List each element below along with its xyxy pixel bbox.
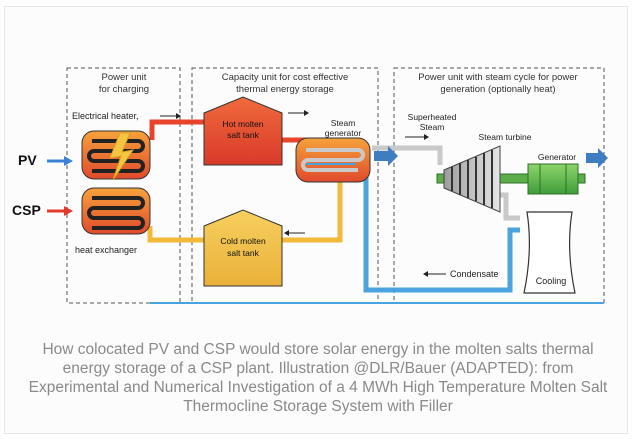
electrical-heater-label: Electrical heater, [72,111,139,121]
steam-generator-label-2: generator [325,128,362,138]
csp-arrow-head [64,206,73,216]
turbine-shaft [436,173,586,184]
figure-caption: How colocated PV and CSP would store sol… [28,341,608,415]
steam-pipe [372,145,443,165]
heat-transfer-arrow [374,146,398,166]
heater-arrow-head [176,113,181,119]
condensate-label: Condensate [450,269,499,279]
solar-storage-diagram: Power unit for charging Capacity unit fo… [12,67,608,304]
steam-turbine-label: Steam turbine [479,132,532,142]
cooling-tower [523,211,576,294]
hot-salt-pipe [149,119,205,140]
power-unit-title-1: Power unit [102,72,147,83]
cold-tank-label-2: salt tank [227,248,259,258]
hot-tank-label-2: salt tank [227,130,259,140]
exhaust-pipe [500,192,520,221]
heat-exchanger-label: heat exchanger [75,245,137,255]
condensate-pipe [363,173,520,293]
cold-salt-pipe [282,180,343,243]
condensate-arrow-head [423,271,428,277]
steam-generator-label-1: Steam [331,118,356,128]
steam-turbine [443,145,501,213]
steam-unit-title-2: generation (optionally heat) [440,84,555,95]
cold-molten-salt-tank: Cold molten salt tank [203,209,283,287]
heat-exchanger-bottom [81,187,151,235]
steam-unit-title-1: Power unit with steam cycle for power [418,72,577,83]
power-output-arrow [586,148,608,168]
steam-generator [295,137,371,183]
capacity-unit-title-2: thermal energy storage [236,84,334,95]
generator-label: Generator [538,152,576,162]
power-unit-box [66,67,181,304]
generator [527,163,579,195]
pv-arrow-head [64,156,73,166]
superheated-arrow-head [424,134,429,140]
hot-flow-arrow-head [304,110,309,116]
lightning-icon [109,132,135,181]
csp-label: CSP [12,202,41,218]
hot-tank-label-1: Hot molten [222,119,263,129]
superheated-label-2: Steam [420,122,445,132]
capacity-unit-title-1: Capacity unit for cost effective [222,72,349,83]
cold-salt-pipe-2 [147,226,205,243]
cooling-label: Cooling [536,276,567,286]
power-unit-title-2: for charging [99,84,149,95]
hot-molten-salt-tank: Hot molten salt tank [203,96,283,166]
cold-tank-label-1: Cold molten [220,236,266,246]
cold-flow-arrow-head [284,230,289,236]
superheated-label-1: Superheated [408,112,457,122]
pv-label: PV [18,152,37,168]
